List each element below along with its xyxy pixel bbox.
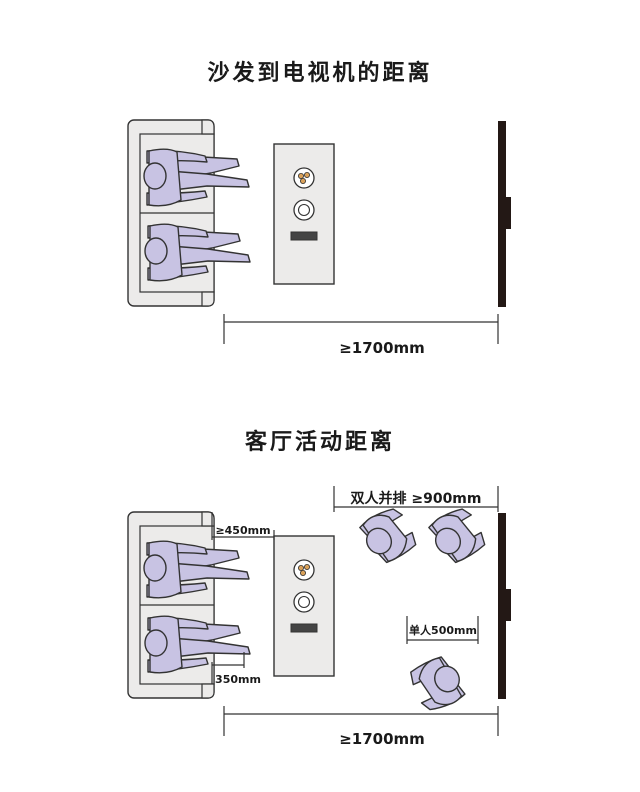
section2-coffee-table xyxy=(273,535,335,677)
standing-person-icon xyxy=(404,650,470,718)
seated-person-icon xyxy=(144,223,251,282)
section2-tv-wall xyxy=(498,513,511,699)
tv-wall-icon xyxy=(498,121,511,307)
section2-seated-person-1 xyxy=(143,540,250,599)
section2-knee-gap-dimension: ≥450mm xyxy=(211,512,275,540)
section1-tv-wall xyxy=(498,121,511,307)
section2-side-by-side-dimension: 双人并排 ≥900mm xyxy=(333,486,499,512)
section1-seated-person-1 xyxy=(143,148,250,207)
section2-leg-gap-dimension: 350mm xyxy=(211,652,261,686)
section1-distance-dimension: ≥1700mm xyxy=(223,314,499,357)
coffee-table-icon xyxy=(273,143,335,285)
coffee-table-icon xyxy=(273,535,335,677)
section1-seated-person-2 xyxy=(144,223,251,282)
section2-standing-person-1 xyxy=(354,501,422,569)
section2-title: 客厅活动距离 xyxy=(245,429,395,455)
seated-person-icon xyxy=(143,148,250,207)
knee-gap-label: ≥450mm xyxy=(215,524,270,537)
single-person-label: 单人500mm xyxy=(409,623,477,637)
tv-wall-icon xyxy=(498,513,511,699)
section2-single-dimension: 单人500mm xyxy=(406,616,479,644)
standing-person-icon xyxy=(423,501,491,569)
section1-distance-label: ≥1700mm xyxy=(339,339,425,357)
section1-title: 沙发到电视机的距离 xyxy=(207,60,432,86)
side-by-side-label: 双人并排 ≥900mm xyxy=(350,490,481,507)
section1-coffee-table xyxy=(273,143,335,285)
section2-distance-label: ≥1700mm xyxy=(339,730,425,748)
section2-seated-person-2 xyxy=(144,615,251,674)
section2-distance-dimension: ≥1700mm xyxy=(223,706,499,748)
seated-person-icon xyxy=(144,615,251,674)
seated-person-icon xyxy=(143,540,250,599)
standing-person-icon xyxy=(354,501,422,569)
section2-standing-person-2 xyxy=(423,501,491,569)
leg-gap-label: 350mm xyxy=(215,673,261,686)
section2-standing-person-3 xyxy=(404,650,470,718)
